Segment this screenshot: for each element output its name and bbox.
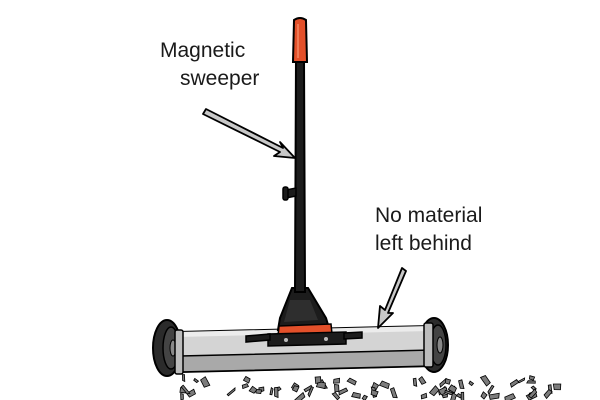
debris-shard xyxy=(351,391,361,399)
debris-shard xyxy=(528,375,536,381)
arrow-icon xyxy=(377,267,407,329)
debris-shard xyxy=(527,388,538,399)
debris-shard xyxy=(480,391,488,400)
debris-shard xyxy=(460,391,465,400)
metal-debris xyxy=(179,374,562,400)
debris-shard xyxy=(180,393,184,400)
debris-shard xyxy=(255,389,263,395)
debris-shard xyxy=(333,377,341,384)
debris-shard xyxy=(526,380,536,384)
debris-shard xyxy=(441,393,448,399)
debris-shard xyxy=(447,384,457,394)
debris-shard xyxy=(412,377,418,387)
debris-shard xyxy=(389,387,398,399)
magnetic-bar xyxy=(174,322,434,375)
handle-mount xyxy=(245,287,363,347)
debris-shard xyxy=(226,386,236,397)
handle xyxy=(282,17,309,293)
debris-shard xyxy=(444,378,451,385)
debris-shard xyxy=(241,383,249,390)
debris-shard xyxy=(346,377,357,386)
debris-shard xyxy=(509,379,520,388)
debris-shard xyxy=(420,392,428,400)
debris-shard xyxy=(294,391,306,400)
debris-shard xyxy=(331,392,341,400)
debris-shard xyxy=(504,393,516,400)
debris-shard xyxy=(479,375,491,387)
debris-shard xyxy=(458,379,465,390)
debris-shard xyxy=(449,392,457,400)
debris-shard xyxy=(552,383,562,391)
debris-shard xyxy=(200,376,211,388)
magnetic-sweeper-label: Magnetic sweeper xyxy=(160,37,259,93)
debris-shard xyxy=(269,386,274,396)
debris-shard xyxy=(468,380,475,387)
debris-shard xyxy=(444,389,454,396)
debris-shard xyxy=(487,384,495,396)
debris-shard xyxy=(334,384,340,393)
debris-shard xyxy=(242,375,251,384)
debris-shard xyxy=(370,389,379,397)
debris-shard xyxy=(428,385,440,397)
magnetic-sweeper-label-line1: Magnetic xyxy=(160,39,246,62)
debris-shard xyxy=(193,377,200,384)
debris-shard xyxy=(314,376,322,385)
magnetic-sweeper-label-line2: sweeper xyxy=(180,67,260,90)
debris-shard xyxy=(274,386,279,399)
no-material-label-line2: left behind xyxy=(375,232,472,255)
no-material-label-line1: No material xyxy=(375,204,483,227)
arrow-icon xyxy=(202,108,296,159)
debris-shard xyxy=(488,392,500,400)
debris-shard xyxy=(378,380,390,390)
debris-shard xyxy=(307,386,314,398)
debris-shard xyxy=(291,385,300,393)
debris-shard xyxy=(543,389,553,400)
debris-shard xyxy=(248,385,258,394)
debris-shard xyxy=(361,394,368,400)
debris-shard xyxy=(186,388,196,398)
debris-shard xyxy=(418,375,427,385)
debris-shard xyxy=(182,374,186,383)
no-material-label: No material left behind xyxy=(375,202,482,258)
debris-shard xyxy=(180,384,191,395)
